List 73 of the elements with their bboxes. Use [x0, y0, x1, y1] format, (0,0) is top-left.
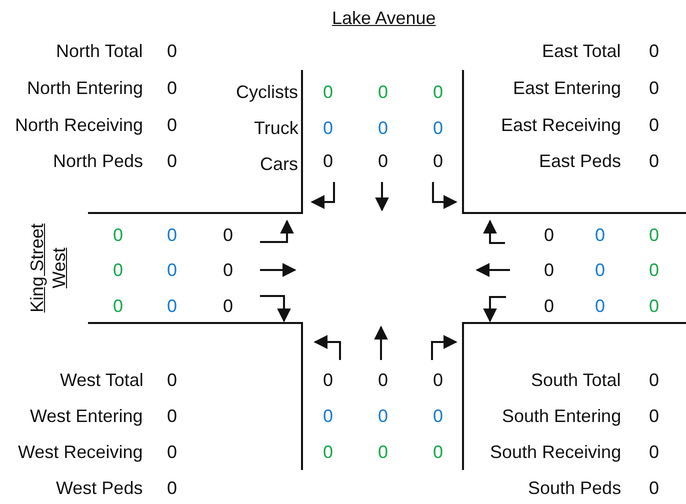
count-value: 0	[323, 150, 334, 172]
count-value: 0	[223, 224, 234, 246]
count-value: 0	[433, 441, 444, 463]
row-label: North Peds	[53, 150, 144, 172]
count-value: 0	[323, 117, 334, 139]
row-label: North Total	[56, 40, 143, 62]
street-name: King Street West	[26, 222, 70, 315]
count-value: 0	[378, 81, 388, 103]
row-label: North Entering	[27, 77, 144, 99]
row-label: West Entering	[30, 405, 143, 427]
row-label: Cars	[260, 153, 298, 175]
count-value: 0	[167, 224, 178, 246]
count-value: 0	[649, 40, 660, 62]
count-value: 0	[544, 259, 554, 281]
count-value: 0	[378, 117, 388, 139]
row-label: South Receiving	[490, 441, 622, 463]
count-value: 0	[433, 369, 444, 391]
count-value: 0	[649, 259, 660, 281]
count-value: 0	[433, 405, 444, 427]
count-value: 0	[378, 405, 388, 427]
row-label: West Total	[60, 369, 144, 391]
count-value: 0	[113, 224, 124, 246]
row-label: South Peds	[528, 477, 622, 499]
count-value: 0	[167, 150, 178, 172]
count-value: 0	[113, 295, 124, 317]
count-value: 0	[223, 259, 234, 281]
count-value: 0	[649, 405, 660, 427]
count-value: 0	[649, 224, 660, 246]
count-value: 0	[595, 295, 606, 317]
count-value: 0	[323, 405, 334, 427]
count-value: 0	[167, 295, 178, 317]
count-value: 0	[167, 77, 178, 99]
count-value: 0	[649, 150, 660, 172]
row-label: East Peds	[539, 150, 622, 172]
count-value: 0	[167, 405, 178, 427]
count-value: 0	[595, 259, 606, 281]
count-value: 0	[167, 441, 178, 463]
row-label: North Receiving	[15, 114, 144, 136]
count-value: 0	[378, 150, 388, 172]
row-label: East Entering	[513, 77, 622, 99]
row-label: Cyclists	[236, 81, 298, 103]
row-label: East Total	[542, 40, 621, 62]
count-value: 0	[433, 117, 444, 139]
row-label: South Total	[531, 369, 621, 391]
count-value: 0	[167, 477, 178, 499]
count-value: 0	[649, 477, 660, 499]
count-value: 0	[649, 295, 660, 317]
count-value: 0	[378, 441, 388, 463]
street-name: Lake Avenue	[332, 7, 436, 29]
count-value: 0	[223, 295, 234, 317]
count-value: 0	[113, 259, 124, 281]
count-value: 0	[649, 369, 660, 391]
count-value: 0	[595, 224, 606, 246]
count-value: 0	[378, 369, 388, 391]
count-value: 0	[167, 114, 178, 136]
count-value: 0	[433, 150, 444, 172]
count-value: 0	[167, 259, 178, 281]
row-label: East Receiving	[501, 114, 622, 136]
row-label: West Receiving	[18, 441, 143, 463]
count-value: 0	[323, 81, 334, 103]
count-value: 0	[167, 369, 178, 391]
row-label: Truck	[254, 117, 298, 139]
count-value: 0	[544, 295, 554, 317]
count-value: 0	[323, 369, 334, 391]
count-value: 0	[544, 224, 554, 246]
row-label: South Entering	[502, 405, 622, 427]
count-value: 0	[649, 77, 660, 99]
count-value: 0	[649, 114, 660, 136]
row-label: West Peds	[56, 477, 143, 499]
count-value: 0	[323, 441, 334, 463]
count-value: 0	[649, 441, 660, 463]
count-value: 0	[167, 40, 178, 62]
count-value: 0	[433, 81, 444, 103]
